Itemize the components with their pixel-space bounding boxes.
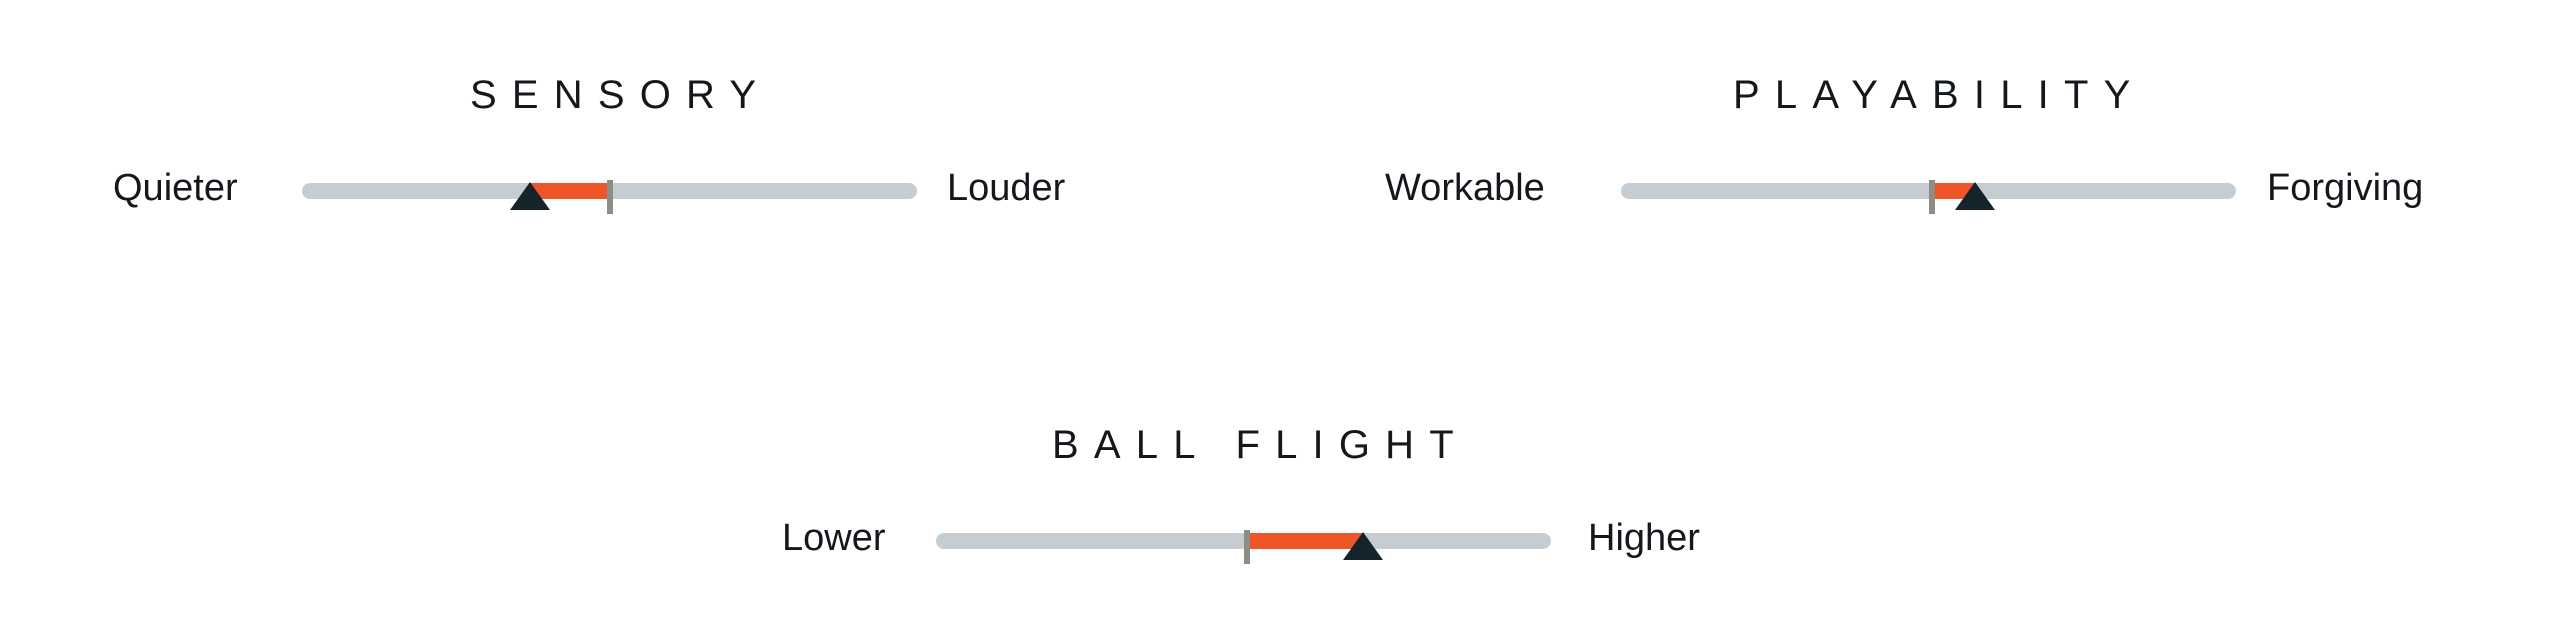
baseline-marker bbox=[606, 180, 613, 214]
meter-title: SENSORY bbox=[470, 73, 772, 117]
playability-meter: PLAYABILITY Workable Forgiving bbox=[1385, 70, 2485, 270]
pointer-triangle-icon bbox=[1343, 532, 1384, 560]
meter-track bbox=[302, 180, 917, 214]
pointer-triangle-icon bbox=[1954, 182, 1995, 210]
meter-left-label: Quieter bbox=[113, 167, 238, 209]
meter-range-bar bbox=[1246, 533, 1364, 549]
ball-flight-meter: BALL FLIGHT Lower Higher bbox=[770, 420, 1770, 620]
meter-right-label: Forgiving bbox=[2267, 167, 2424, 209]
baseline-marker bbox=[1928, 180, 1935, 214]
pointer-triangle-icon bbox=[509, 182, 550, 210]
meter-right-label: Louder bbox=[947, 167, 1066, 209]
sensory-meter: SENSORY Quieter Louder bbox=[95, 70, 1135, 270]
meter-track bbox=[1621, 180, 2236, 214]
meter-left-label: Lower bbox=[782, 517, 886, 559]
meter-right-label: Higher bbox=[1588, 517, 1700, 559]
meter-title: BALL FLIGHT bbox=[1052, 423, 1469, 467]
baseline-marker bbox=[1243, 530, 1250, 564]
meter-left-label: Workable bbox=[1385, 167, 1545, 209]
meter-title: PLAYABILITY bbox=[1733, 73, 2146, 117]
meter-track bbox=[936, 530, 1551, 564]
